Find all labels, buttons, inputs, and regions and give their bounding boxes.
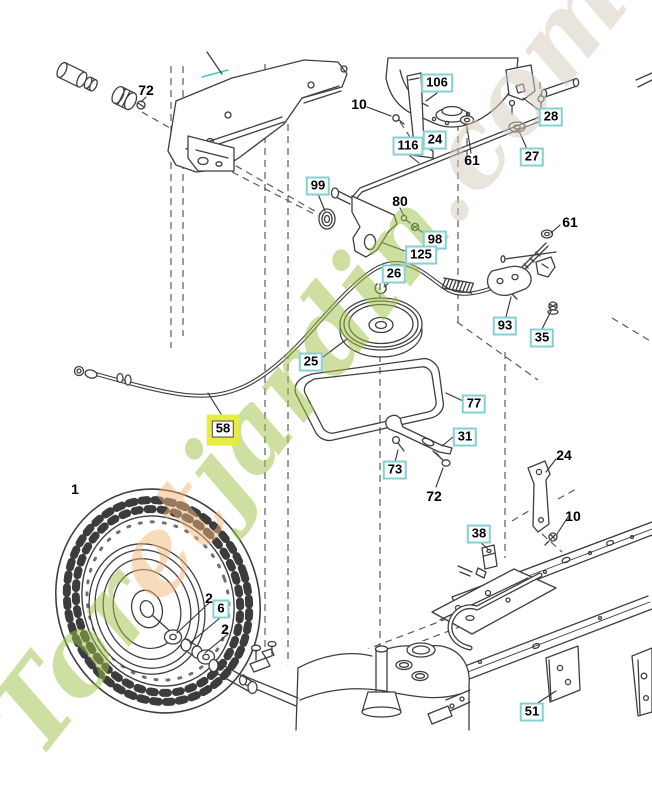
bolt-10a-drawing <box>392 114 405 125</box>
part-label-text: 24 <box>556 446 572 463</box>
part-label-73: 73 <box>382 460 408 480</box>
drive-belt-77-drawing <box>294 357 445 442</box>
part-label-24-a: 24 <box>422 130 448 150</box>
part-label-text: 27 <box>524 148 540 164</box>
part-label-text: 72 <box>138 81 154 98</box>
part-label-text: 35 <box>534 329 550 345</box>
part-label-93: 93 <box>492 316 518 336</box>
rear-wheel-drawing <box>54 488 262 714</box>
part-label-text: 38 <box>471 525 487 541</box>
leader-lines <box>140 92 569 705</box>
part-label-99: 99 <box>305 176 331 196</box>
part-label-text: 106 <box>426 74 448 90</box>
part-label-text: 72 <box>426 487 442 504</box>
idler-arm-31-drawing <box>385 414 453 467</box>
part-label-text: 2 <box>221 620 229 637</box>
bellcrank-125-drawing <box>318 187 420 258</box>
bracket-24b-drawing <box>527 460 558 546</box>
part-label-61-a: 61 <box>464 152 480 168</box>
part-label-text: 93 <box>497 317 513 333</box>
part-label-38: 38 <box>466 524 492 544</box>
pin-72a-drawing <box>136 100 146 110</box>
part-label-text: 25 <box>303 353 319 369</box>
part-label-28: 28 <box>538 107 564 127</box>
part-label-80: 80 <box>392 193 408 209</box>
idler-pulley-25-drawing <box>339 283 423 358</box>
part-label-2-b: 2 <box>221 621 229 637</box>
part-label-116: 116 <box>392 136 424 156</box>
part-label-106: 106 <box>421 73 453 93</box>
part-label-text: 6 <box>217 600 225 616</box>
support-bar-drawing <box>540 72 652 99</box>
axle-hardware-drawing <box>163 629 258 695</box>
part-label-35: 35 <box>529 328 555 348</box>
part-label-text: 31 <box>457 428 473 444</box>
part-label-text: 98 <box>427 231 443 247</box>
part-label-text: 61 <box>562 213 578 230</box>
part-label-25: 25 <box>298 352 324 372</box>
cable-bracket-93-drawing <box>486 256 559 315</box>
part-label-text: 80 <box>392 192 408 209</box>
part-label-2-a: 2 <box>205 590 213 606</box>
part-label-text: 24 <box>427 131 443 147</box>
part-label-98: 98 <box>422 230 448 250</box>
part-label-72-b: 72 <box>426 488 442 504</box>
shaft-coupler-drawing <box>111 85 138 111</box>
part-label-text: 58 <box>211 420 235 438</box>
part-label-text: 99 <box>310 177 326 193</box>
part-label-58: 58 <box>206 414 240 446</box>
part-label-text: 73 <box>387 461 403 477</box>
steering-shaft-drawing <box>56 61 98 92</box>
crossmember-bracket-drawing <box>167 51 348 173</box>
teal-mark <box>201 69 229 78</box>
part-label-72-a: 72 <box>138 82 154 98</box>
part-label-text: 61 <box>464 151 480 168</box>
part-label-10-b: 10 <box>565 508 581 524</box>
part-label-text: 10 <box>565 507 581 524</box>
lift-rod-116-drawing <box>352 95 545 200</box>
part-label-77: 77 <box>461 394 487 414</box>
part-label-text: 26 <box>386 265 402 281</box>
part-label-27: 27 <box>519 147 545 167</box>
part-label-26: 26 <box>381 264 407 284</box>
part-label-31: 31 <box>452 427 478 447</box>
part-label-text: 116 <box>397 137 419 153</box>
clutch-cable-58-drawing <box>73 229 557 398</box>
part-label-text: 125 <box>410 246 432 262</box>
part-label-51: 51 <box>519 702 545 722</box>
part-label-text: 10 <box>351 95 367 112</box>
part-label-24-b: 24 <box>556 447 572 463</box>
part-label-61-b: 61 <box>562 214 578 230</box>
part-label-1: 1 <box>71 481 79 497</box>
part-label-text: 77 <box>466 395 482 411</box>
part-label-text: 2 <box>205 589 213 606</box>
frame-rails-drawing <box>349 521 652 723</box>
transaxle-drawing <box>238 640 471 731</box>
part-label-text: 1 <box>71 480 79 497</box>
part-label-10-a: 10 <box>351 96 367 112</box>
part-label-text: 28 <box>543 108 559 124</box>
line-art-parts <box>54 51 652 731</box>
part-label-text: 51 <box>524 703 540 719</box>
bracket-38-drawing <box>457 544 498 579</box>
part-label-125: 125 <box>405 245 437 265</box>
part-label-6: 6 <box>212 599 230 619</box>
